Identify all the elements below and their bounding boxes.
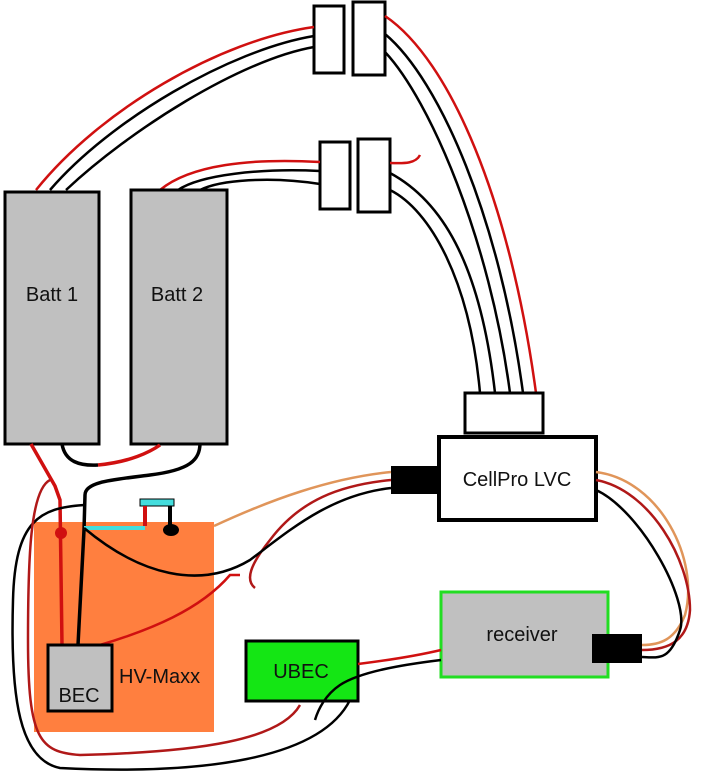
- cellpro-lvc: CellPro LVC: [437, 435, 598, 522]
- receiver-label: receiver: [486, 624, 557, 646]
- bec-label: BEC: [58, 685, 99, 707]
- ubec-label: UBEC: [273, 661, 329, 683]
- cellpro-receiver-leads: [595, 470, 692, 659]
- receiver-connector: [592, 634, 642, 663]
- battery-1-label: Batt 1: [26, 284, 78, 306]
- battery-2-label: Batt 2: [151, 284, 203, 306]
- esc-cellpro-leads: [83, 470, 392, 647]
- ubec-receiver-leads: [313, 648, 442, 721]
- main-power-leads: [29, 442, 202, 646]
- cellpro-header: [463, 391, 545, 435]
- receiver: receiver: [439, 590, 610, 679]
- balance-plug-2a: [318, 140, 352, 211]
- battery-2: Batt 2: [129, 188, 229, 446]
- cellpro-lvc-label: CellPro LVC: [463, 469, 572, 491]
- series-link: [60, 443, 162, 467]
- bec: BEC: [46, 643, 114, 713]
- balance-plug-1b: [351, 0, 387, 77]
- ubec: UBEC: [244, 639, 360, 703]
- outer-loop-leads: [11, 478, 352, 771]
- balance-plug-2b: [356, 137, 392, 214]
- battery-1: Batt 1: [3, 190, 101, 446]
- balance-plug-1a: [312, 4, 346, 75]
- cellpro-input-connector: [391, 466, 439, 494]
- hv-maxx-label: HV-Maxx: [119, 666, 200, 688]
- balance-wires: [35, 14, 538, 394]
- jumper-switch: [84, 498, 179, 536]
